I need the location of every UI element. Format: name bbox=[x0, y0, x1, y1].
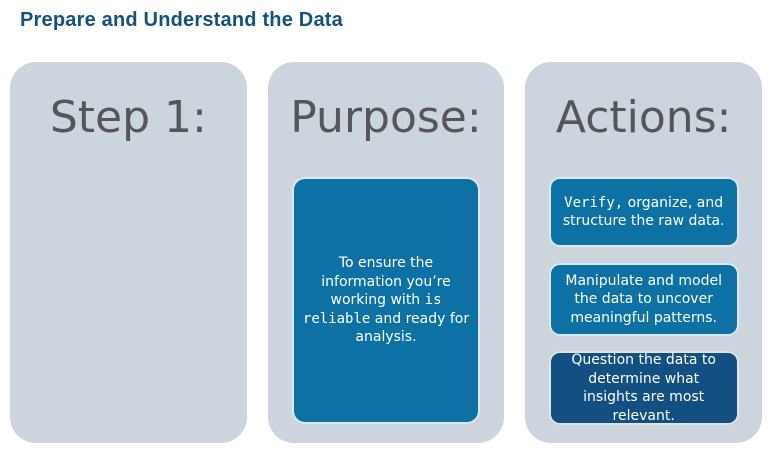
column-actions: Actions: Verify, organize, and structure… bbox=[525, 62, 763, 443]
text-segment: the data to uncover bbox=[574, 291, 713, 308]
text-line: meaningful patterns. bbox=[570, 309, 717, 328]
step-heading: Step 1: bbox=[49, 92, 207, 143]
slide-title: Prepare and Understand the Data bbox=[20, 9, 343, 31]
text-line: working with is bbox=[331, 291, 442, 310]
actions-heading: Actions: bbox=[555, 92, 732, 143]
text-segment-mono: is bbox=[424, 292, 442, 309]
text-segment: determine what bbox=[588, 370, 700, 387]
text-segment: information you’re bbox=[321, 273, 451, 290]
text-segment-mono: Verify, bbox=[564, 194, 624, 211]
text-line: determine what bbox=[588, 370, 699, 389]
column-step: Step 1: bbox=[10, 62, 247, 443]
purpose-box: To ensure the information you’re working… bbox=[292, 177, 480, 424]
text-segment: organize, and bbox=[623, 194, 724, 211]
text-line: the data to uncover bbox=[574, 290, 713, 309]
text-segment: meaningful patterns. bbox=[570, 309, 718, 326]
text-line: Verify, organize, and bbox=[564, 194, 723, 213]
text-segment: analysis. bbox=[355, 329, 417, 346]
text-line: analysis. bbox=[355, 328, 416, 347]
text-segment: Question the data to bbox=[571, 352, 716, 368]
text-line: Question the data to bbox=[571, 351, 716, 370]
text-segment: To ensure the bbox=[338, 255, 434, 272]
purpose-heading: Purpose: bbox=[290, 92, 482, 143]
text-segment: Manipulate and model bbox=[565, 272, 722, 289]
text-segment: working with bbox=[330, 292, 425, 309]
action-box-question: Question the data to determine what insi… bbox=[548, 351, 739, 426]
text-segment: and ready for bbox=[370, 310, 470, 327]
text-line: reliable and ready for bbox=[303, 310, 469, 329]
action-box-verify: Verify, organize, and structure the raw … bbox=[548, 177, 739, 247]
text-line: Manipulate and model bbox=[565, 272, 722, 291]
text-line: insights are most bbox=[583, 388, 704, 407]
action-box-manipulate: Manipulate and model the data to uncover… bbox=[548, 263, 739, 336]
text-segment: insights are most bbox=[583, 389, 705, 405]
text-line: information you’re bbox=[321, 273, 451, 292]
text-segment: relevant. bbox=[612, 407, 675, 424]
text-segment-mono: reliable bbox=[302, 310, 371, 327]
columns-row: Step 1: Purpose: To ensure the informati… bbox=[10, 62, 763, 443]
text-line: structure the raw data. bbox=[563, 212, 725, 231]
text-line: relevant. bbox=[613, 407, 675, 426]
text-segment: structure the raw data. bbox=[562, 213, 725, 229]
text-line: To ensure the bbox=[339, 254, 433, 273]
column-purpose: Purpose: To ensure the information you’r… bbox=[267, 62, 505, 443]
